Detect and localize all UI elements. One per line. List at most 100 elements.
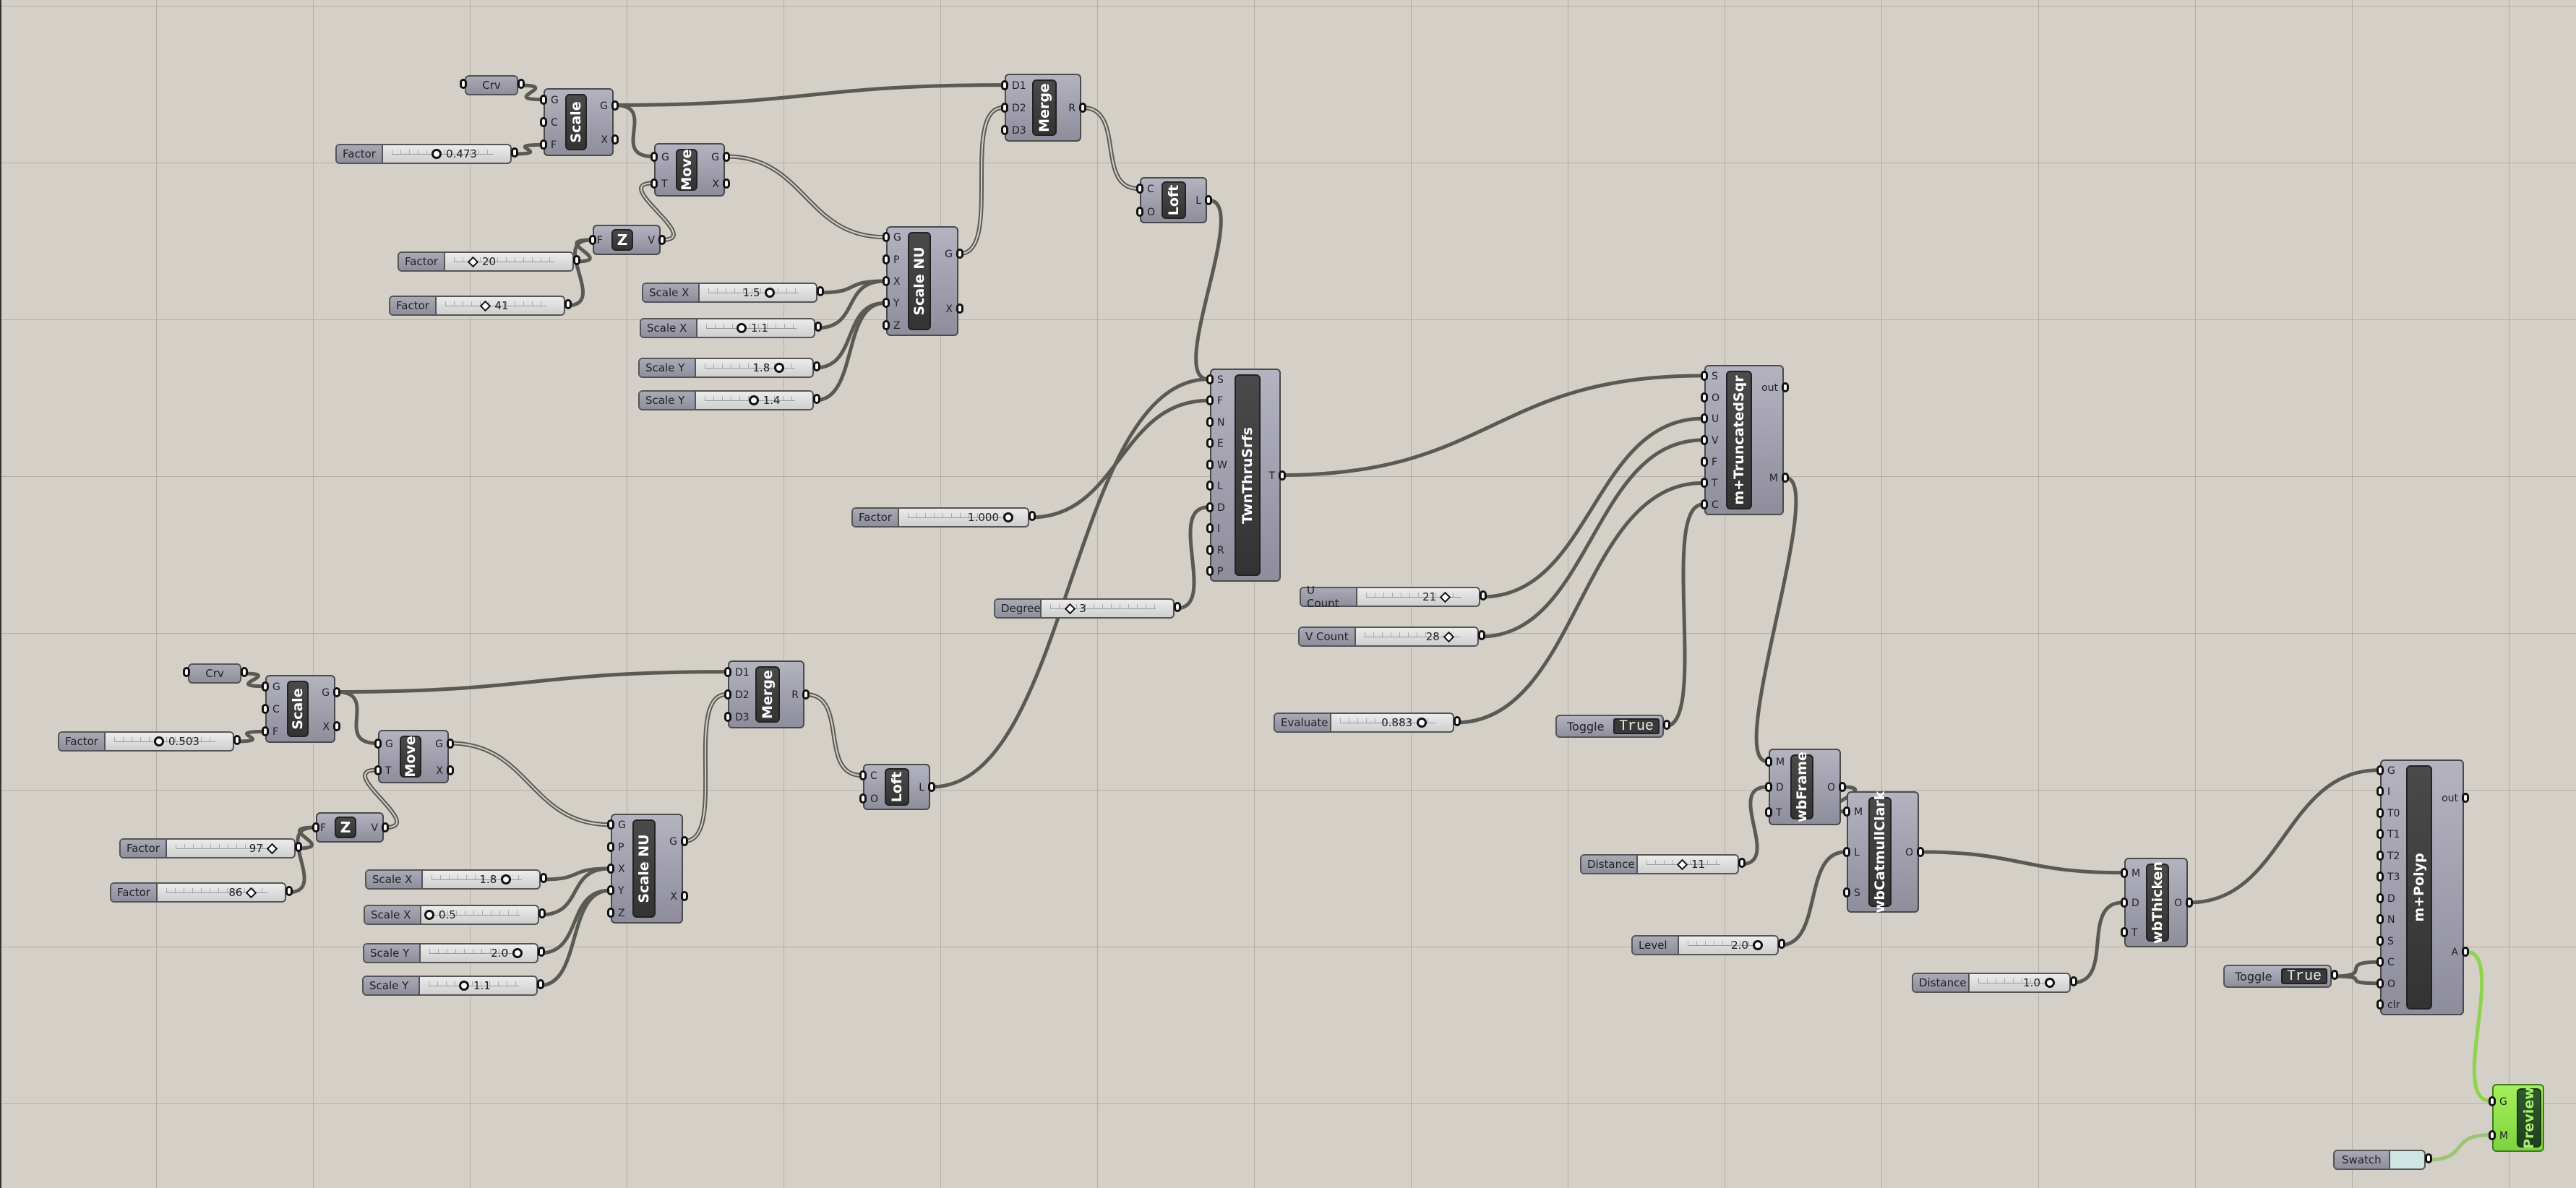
input-l[interactable]: L	[1854, 847, 1860, 858]
input-grip[interactable]	[883, 319, 890, 330]
input-grip[interactable]	[2377, 829, 2384, 840]
input-g[interactable]: G	[2387, 765, 2395, 777]
input-c[interactable]: C	[1147, 184, 1154, 195]
input-t0[interactable]: T0	[2387, 807, 2400, 819]
input-p[interactable]: P	[618, 841, 624, 853]
input-m[interactable]: M	[2499, 1129, 2509, 1142]
input-grip[interactable]	[2377, 935, 2384, 946]
input-grip[interactable]	[1206, 566, 1214, 577]
input-grip[interactable]	[540, 94, 547, 105]
output-l[interactable]: L	[919, 782, 924, 793]
input-grip[interactable]	[1206, 544, 1214, 555]
input-grip[interactable]	[1701, 435, 1708, 445]
output-grip[interactable]	[611, 100, 619, 111]
output-grip[interactable]	[1663, 720, 1670, 730]
input-grip[interactable]	[2377, 786, 2384, 797]
slider-knob-icon[interactable]	[266, 843, 278, 854]
input-f[interactable]: F	[597, 235, 604, 246]
input-grip[interactable]	[607, 885, 614, 896]
input-clr[interactable]: clr	[2387, 999, 2400, 1012]
input-g[interactable]: G	[2499, 1096, 2507, 1108]
output-grip[interactable]	[2070, 976, 2077, 986]
output-grip[interactable]	[1174, 602, 1181, 612]
output-grip[interactable]	[2462, 946, 2469, 957]
slider-knob-icon[interactable]	[737, 323, 747, 333]
output-o[interactable]: O	[1826, 782, 1835, 793]
output-g[interactable]: G	[435, 738, 443, 750]
input-grip[interactable]	[1701, 413, 1708, 424]
input-y[interactable]: Y	[893, 298, 900, 310]
input-g[interactable]: G	[551, 94, 559, 106]
input-n[interactable]: N	[2387, 914, 2395, 926]
input-grip[interactable]	[1206, 374, 1214, 384]
boolean-toggle-1[interactable]: Toggle True	[1555, 715, 1670, 738]
input-grip[interactable]	[1701, 370, 1708, 381]
slider-track[interactable]	[430, 911, 520, 916]
slider-track[interactable]	[392, 150, 493, 155]
input-grip[interactable]	[1701, 392, 1708, 403]
input-t[interactable]: T	[661, 178, 668, 190]
input-t[interactable]: T	[385, 765, 392, 777]
output-x[interactable]: X	[945, 304, 953, 315]
output-grip[interactable]	[1480, 590, 1487, 601]
slider-track[interactable]	[1340, 718, 1435, 723]
input-g[interactable]: G	[661, 151, 669, 163]
output-grip[interactable]	[1782, 473, 1789, 483]
slider-track[interactable]	[1365, 632, 1460, 637]
output-grip[interactable]	[1778, 939, 1785, 949]
output-l[interactable]: L	[1195, 195, 1201, 207]
input-s[interactable]: S	[2387, 935, 2394, 947]
input-grip[interactable]	[540, 139, 547, 150]
output-grip[interactable]	[658, 235, 666, 245]
slider-track[interactable]	[429, 981, 519, 986]
output-x[interactable]: X	[436, 765, 443, 777]
output-grip[interactable]	[723, 178, 730, 189]
output-r[interactable]: R	[791, 689, 799, 701]
input-i[interactable]: I	[2387, 786, 2391, 799]
output-grip[interactable]	[241, 667, 248, 677]
slider-track[interactable]	[708, 288, 799, 293]
input-w[interactable]: W	[1217, 459, 1227, 471]
output-x[interactable]: X	[670, 891, 677, 903]
input-grip[interactable]	[1843, 847, 1850, 857]
output-g[interactable]: G	[945, 249, 953, 260]
output-grip[interactable]	[1454, 716, 1461, 726]
slider-knob-icon[interactable]	[748, 395, 759, 405]
output-grip[interactable]	[1782, 382, 1789, 393]
output-grip[interactable]	[1205, 195, 1212, 205]
input-d[interactable]: D	[1217, 502, 1225, 514]
input-grip[interactable]	[859, 770, 867, 780]
output-grip[interactable]	[681, 836, 688, 846]
output-grip[interactable]	[813, 394, 820, 404]
input-d[interactable]: D	[2131, 898, 2139, 909]
input-grip[interactable]	[1765, 782, 1772, 792]
input-s[interactable]: S	[1217, 374, 1224, 386]
input-f[interactable]: F	[1217, 395, 1224, 408]
input-grip[interactable]	[883, 232, 890, 243]
input-grip[interactable]	[1765, 807, 1772, 818]
input-s[interactable]: S	[1712, 370, 1718, 382]
output-x[interactable]: X	[322, 720, 330, 733]
slider-track[interactable]	[114, 737, 215, 742]
input-grip[interactable]	[2377, 892, 2384, 903]
input-v[interactable]: V	[1712, 435, 1719, 447]
input-m[interactable]: M	[1776, 756, 1785, 768]
input-z[interactable]: Z	[618, 907, 625, 919]
input-grip[interactable]	[607, 864, 614, 874]
input-grip[interactable]	[651, 178, 658, 189]
input-grip[interactable]	[1001, 79, 1008, 90]
slider-knob-icon[interactable]	[432, 149, 442, 159]
